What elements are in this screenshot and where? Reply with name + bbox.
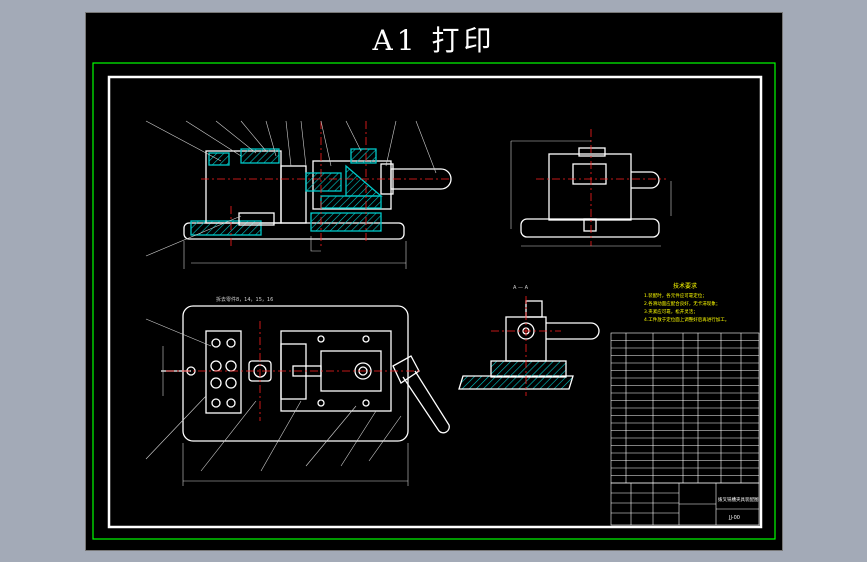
- front-dimensions: [145, 120, 437, 269]
- note-4: 4.工件放于定位面上调整好后再进行加工。: [644, 316, 729, 323]
- front-centerlines: [201, 121, 451, 246]
- plan-view: [161, 305, 450, 442]
- section-centerlines: [491, 296, 561, 396]
- note-2: 2.各滑动面应配合良好，无卡滞现象；: [644, 300, 720, 307]
- side-centerlines: [536, 129, 666, 246]
- note-3: 3.夹紧应可靠，松开灵活；: [644, 308, 698, 315]
- plan-centerlines: [166, 321, 421, 421]
- plan-dimensions: [145, 318, 409, 486]
- plan-caption: 拆去零件8，14，15，16: [216, 296, 273, 303]
- section-label: A — A: [513, 285, 529, 291]
- side-dimensions: [510, 140, 672, 247]
- note-1: 1.装配时，各元件应可靠定位；: [644, 292, 707, 299]
- parts-list: [610, 332, 760, 484]
- outer-border: [92, 62, 776, 540]
- section-view: [458, 300, 600, 390]
- front-view: [183, 148, 452, 240]
- cad-drawing: A — A 拆去零件8，14，15，16: [92, 62, 776, 540]
- notes-title: 技术要求: [673, 282, 697, 290]
- technical-notes: 技术要求 1.装配时，各元件应可靠定位； 2.各滑动面应配合良好，无卡滞现象； …: [644, 282, 729, 323]
- title-block-name: 拨叉铣槽夹具装配图: [718, 496, 759, 503]
- title-block-drawing-no: JJ-00: [728, 515, 740, 521]
- side-view: [520, 147, 660, 238]
- inner-border: [107, 75, 763, 529]
- drawing-viewport[interactable]: A1 打印: [85, 12, 783, 551]
- print-title: A1 打印: [372, 24, 496, 57]
- title-block: [610, 482, 760, 526]
